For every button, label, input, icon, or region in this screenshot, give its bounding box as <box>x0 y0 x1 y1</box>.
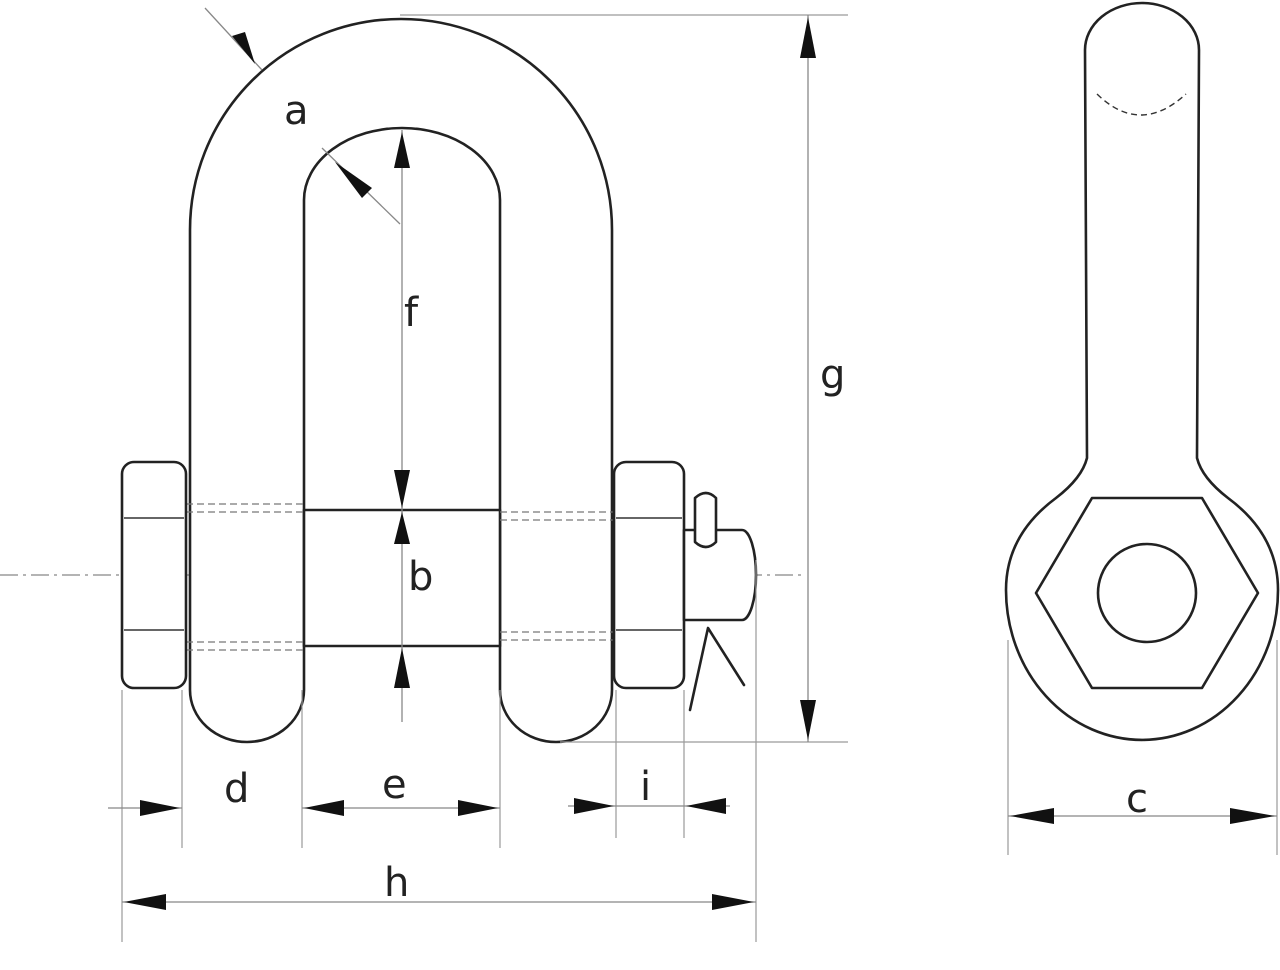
dim-e-arrow-right <box>458 800 498 816</box>
nut-right <box>612 460 686 690</box>
dim-g-arrow-bottom <box>800 700 816 740</box>
dim-d-arrow <box>140 800 180 816</box>
dim-a-arrow-inner <box>335 162 372 198</box>
label-b: b <box>408 554 433 600</box>
label-h: h <box>384 860 409 906</box>
dim-c-arrow-right <box>1230 808 1275 824</box>
dim-b-arrow-bottom <box>394 648 410 688</box>
dim-h-arrow-left <box>124 894 166 910</box>
cotter-pin-legs <box>688 626 746 712</box>
side-view-pin-circle <box>1096 542 1198 644</box>
dim-f-arrow-top <box>394 132 410 168</box>
label-a: a <box>284 88 309 134</box>
dim-h-arrow-right <box>712 894 754 910</box>
shackle-body-outer <box>188 17 614 744</box>
dim-f-arrow-bottom <box>394 470 410 508</box>
label-c: c <box>1126 776 1148 822</box>
dim-i-arrow-right <box>686 798 726 814</box>
dim-e-arrow-left <box>304 800 344 816</box>
label-d: d <box>224 766 249 812</box>
dim-c-arrow-left <box>1010 808 1054 824</box>
label-e: e <box>382 762 407 808</box>
dim-a-arrow <box>232 32 255 64</box>
label-i: i <box>640 764 651 810</box>
cotter-pin-eye <box>693 491 718 549</box>
label-f: f <box>404 290 419 336</box>
dim-i-arrow-left <box>574 798 614 814</box>
label-g: g <box>820 352 845 398</box>
dim-b-arrow-top <box>394 512 410 544</box>
side-view-hidden-arc <box>1096 93 1187 116</box>
bolt-head-left <box>120 460 188 690</box>
dim-g-arrow-top <box>800 17 816 58</box>
